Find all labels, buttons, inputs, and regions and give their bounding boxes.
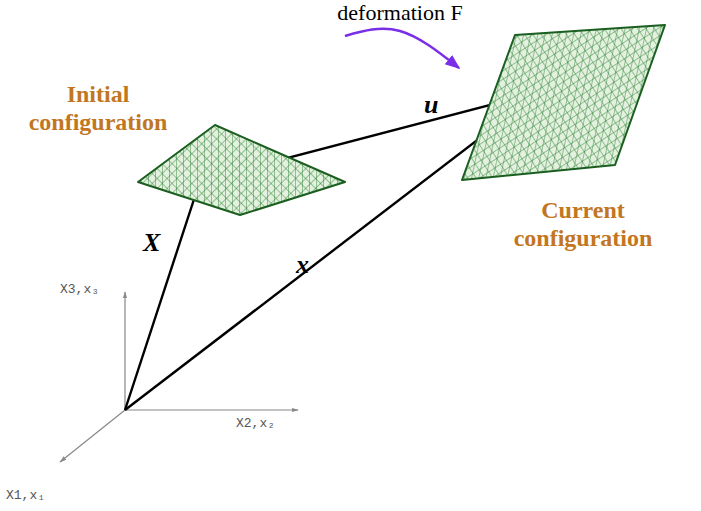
axis-2 <box>125 409 298 410</box>
axis-label: X1,x₁ <box>6 488 45 503</box>
axis-3 <box>124 292 125 410</box>
vector-symbol: X <box>143 228 160 258</box>
edge-label: deformation F <box>330 0 470 26</box>
reference-position-vector <box>125 181 200 410</box>
axis-label: X2,x₂ <box>236 416 275 431</box>
configuration-region: Initial configuration <box>8 30 353 220</box>
configuration-heading: Initial configuration <box>18 80 178 136</box>
axis-label: X3,x₃ <box>60 282 99 297</box>
axis-1 <box>60 410 125 462</box>
coordinate-axes <box>60 292 298 462</box>
configuration-region: Current configuration <box>455 18 695 270</box>
configuration-heading: Current configuration <box>483 196 683 252</box>
deformation-arrow <box>345 29 459 68</box>
vector-symbol: u <box>424 90 438 120</box>
vector-symbol: x <box>296 250 309 280</box>
